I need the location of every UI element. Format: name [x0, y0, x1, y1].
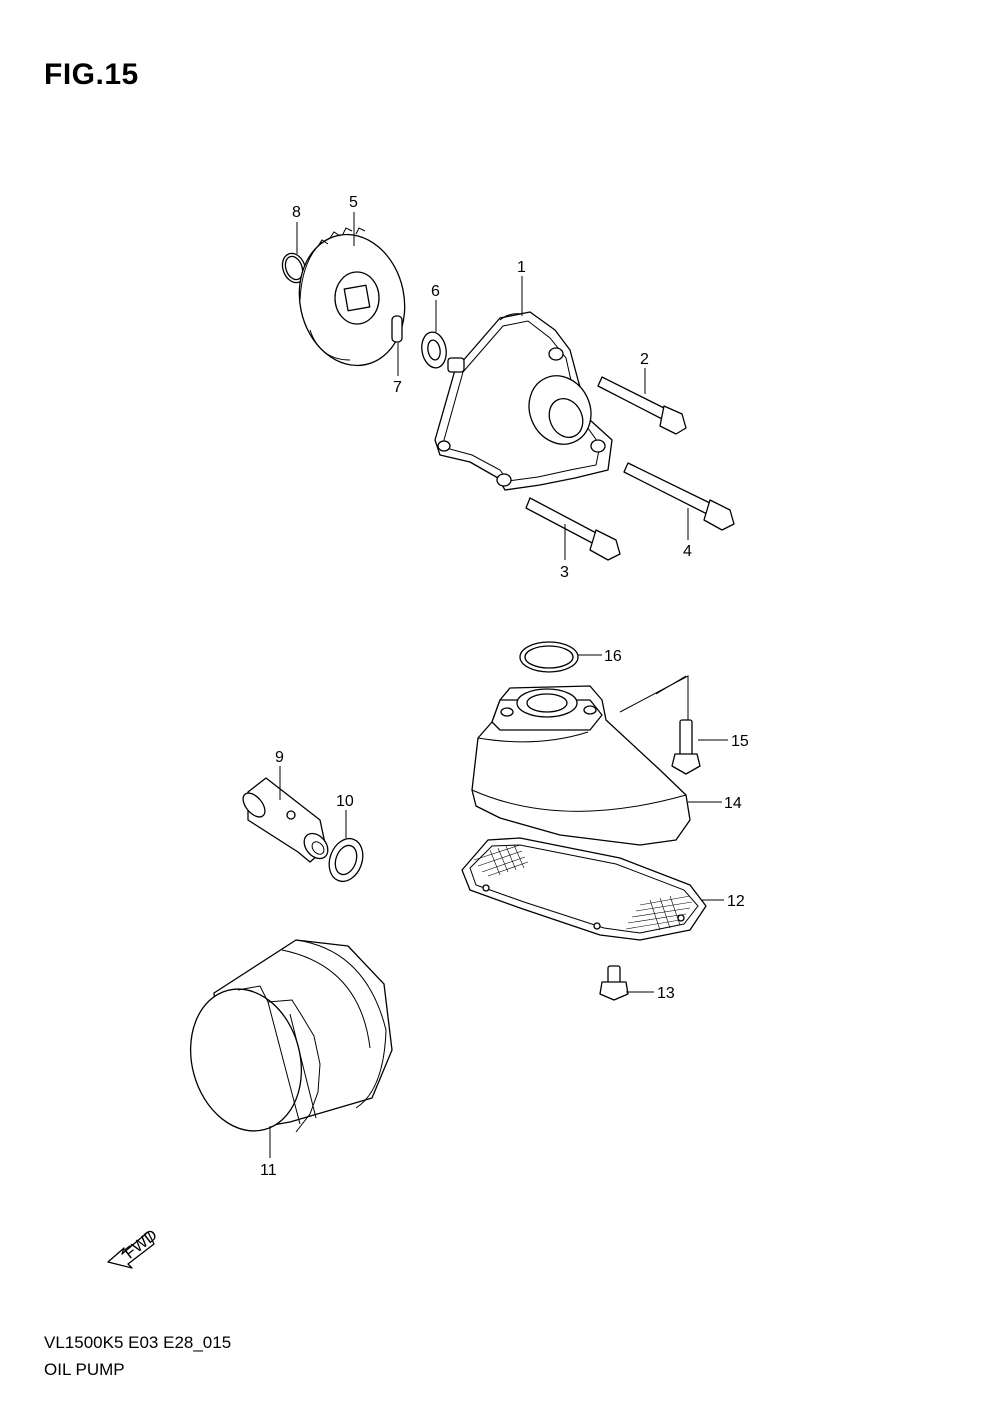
callout-1: 1 [517, 259, 526, 276]
drive-gear-part [298, 227, 406, 367]
callout-12: 12 [727, 893, 745, 910]
leader-15a [619, 675, 689, 720]
strainer-part [461, 837, 707, 941]
fwd-arrow-icon: FWD [107, 1227, 161, 1269]
callout-16: 16 [604, 648, 622, 665]
callout-2: 2 [640, 351, 649, 368]
callout-3: 3 [560, 564, 569, 581]
bolt-4-part [623, 462, 735, 531]
callout-9: 9 [275, 749, 284, 766]
circlip-part [281, 252, 307, 284]
bolt-15-part [671, 719, 701, 775]
callout-7: 7 [393, 379, 402, 396]
leader-15b [655, 675, 687, 695]
callout-numbers: 8 5 1 6 7 2 4 3 16 15 14 12 13 9 10 11 [260, 194, 749, 1179]
callout-10: 10 [336, 793, 354, 810]
leader-lines [269, 212, 728, 1158]
oil-filter-part [189, 939, 393, 1133]
oil-pump-body-part [434, 311, 613, 491]
relief-valve-part [242, 777, 329, 863]
callout-8: 8 [292, 204, 301, 221]
bolt-3-part [525, 497, 621, 561]
fwd-label: FWD [122, 1227, 161, 1263]
callout-13: 13 [657, 985, 675, 1002]
pin-part [391, 315, 403, 343]
callout-15: 15 [731, 733, 749, 750]
figure-title: FIG.15 [44, 58, 139, 91]
model-code: VL1500K5 E03 E28_015 [44, 1333, 232, 1352]
group-name: OIL PUMP [44, 1360, 125, 1379]
o-ring-part [519, 641, 579, 673]
gasket-part [328, 837, 364, 883]
bolt-2-part [597, 376, 687, 435]
washer-part [421, 331, 447, 369]
strainer-cover-part [471, 685, 691, 846]
callout-11: 11 [260, 1162, 277, 1179]
callout-5: 5 [349, 194, 358, 211]
callout-4: 4 [683, 543, 692, 560]
bolt-13-part [599, 965, 629, 1001]
callout-14: 14 [724, 795, 742, 812]
callout-6: 6 [431, 283, 440, 300]
